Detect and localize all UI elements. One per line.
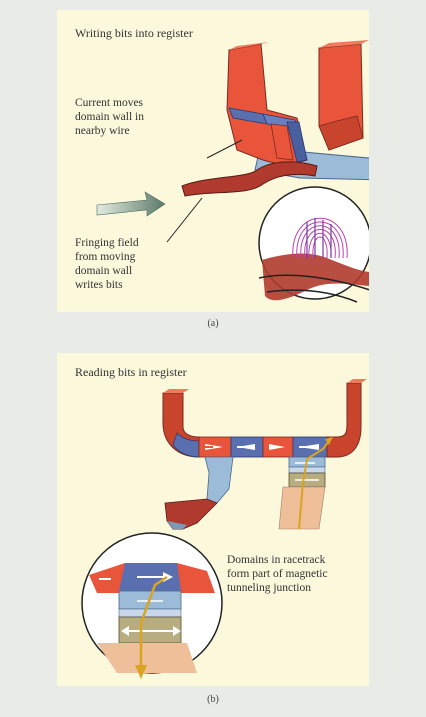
- racetrack-u-read: [163, 379, 367, 457]
- magnifier-junction: [82, 533, 222, 679]
- caption-b: (b): [193, 694, 233, 705]
- fringing-label-line: writes bits: [75, 278, 139, 292]
- domains-label-line: tunneling junction: [227, 581, 328, 595]
- domains-label-line: form part of magnetic: [227, 567, 328, 581]
- panel-b: Reading bits in register Domains in race…: [57, 353, 369, 686]
- panel-b-title: Reading bits in register: [75, 365, 187, 379]
- domains-label-line: Domains in racetrack: [227, 553, 328, 567]
- panel-a: Writing bits into register Current moves…: [57, 10, 369, 312]
- fringing-field-label: Fringing field from moving domain wall w…: [75, 236, 139, 292]
- current-arrow-icon: [97, 192, 165, 216]
- caption-a: (a): [193, 318, 233, 329]
- fringing-label-line: Fringing field: [75, 236, 139, 250]
- current-label-line: nearby wire: [75, 124, 144, 138]
- racetrack-u: [227, 40, 369, 166]
- leader-line-fringing: [167, 198, 202, 242]
- fringing-label-line: from moving: [75, 250, 139, 264]
- panel-a-title: Writing bits into register: [75, 26, 193, 40]
- current-label-line: domain wall in: [75, 110, 144, 124]
- magnifier-fringing-field: [259, 187, 369, 302]
- current-label-line: Current moves: [75, 96, 144, 110]
- fringing-label-line: domain wall: [75, 264, 139, 278]
- current-moves-label: Current moves domain wall in nearby wire: [75, 96, 144, 138]
- panel-b-illustration: [57, 353, 369, 686]
- domains-label: Domains in racetrack form part of magnet…: [227, 553, 328, 595]
